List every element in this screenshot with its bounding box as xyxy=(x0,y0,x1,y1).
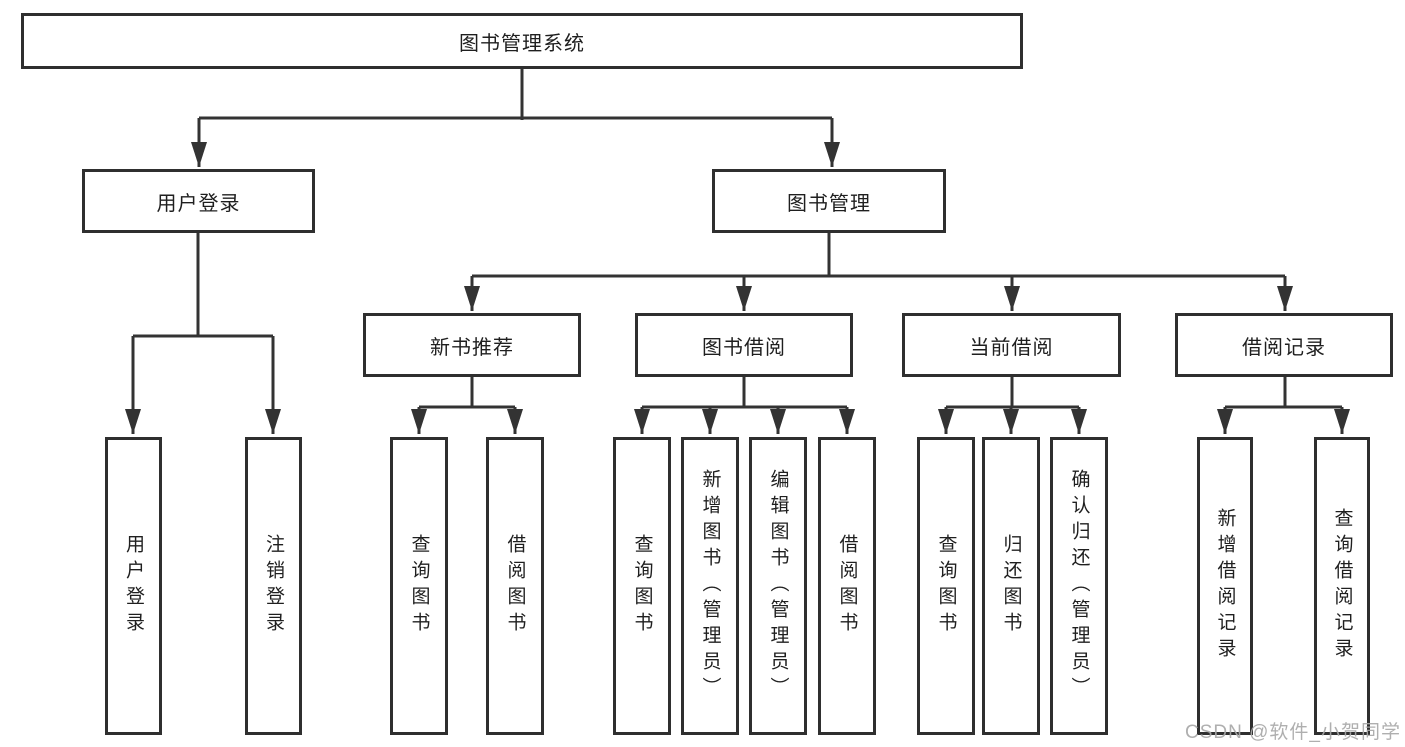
leaf-logout: 注销登录 xyxy=(245,437,302,735)
leaf-edit-books-admin: 编辑图书（管理员） xyxy=(749,437,807,735)
leaf-return-books: 归还图书 xyxy=(982,437,1040,735)
node-current-borrow: 当前借阅 xyxy=(902,313,1121,377)
node-new-book-recommend-label: 新书推荐 xyxy=(430,336,514,359)
node-book-borrow-label: 图书借阅 xyxy=(702,336,786,359)
leaf-query-books-current-label: 查询图书 xyxy=(935,534,957,638)
leaf-borrow-books-recommend: 借阅图书 xyxy=(486,437,544,735)
leaf-add-borrow-record: 新增借阅记录 xyxy=(1197,437,1253,735)
leaf-add-books-admin: 新增图书（管理员） xyxy=(681,437,739,735)
leaf-add-books-admin-label: 新增图书（管理员） xyxy=(699,469,721,703)
node-current-borrow-label: 当前借阅 xyxy=(969,336,1054,359)
node-user-login: 用户登录 xyxy=(82,169,315,233)
leaf-query-borrow-record: 查询借阅记录 xyxy=(1314,437,1370,735)
leaf-add-borrow-record-label: 新增借阅记录 xyxy=(1214,508,1236,664)
leaf-user-login-label: 用户登录 xyxy=(123,534,144,638)
leaf-query-books-borrow-label: 查询图书 xyxy=(631,534,653,638)
node-user-login-label: 用户登录 xyxy=(156,192,241,215)
leaf-edit-books-admin-label: 编辑图书（管理员） xyxy=(767,469,789,703)
leaf-user-login: 用户登录 xyxy=(105,437,162,735)
node-new-book-recommend: 新书推荐 xyxy=(363,313,581,377)
node-book-borrow: 图书借阅 xyxy=(635,313,853,377)
leaf-borrow-books-recommend-label: 借阅图书 xyxy=(504,534,526,638)
leaf-query-books-current: 查询图书 xyxy=(917,437,975,735)
leaf-logout-label: 注销登录 xyxy=(263,534,284,638)
node-book-management-label: 图书管理 xyxy=(787,192,871,215)
csdn-watermark: CSDN @软件_小贺同学 xyxy=(1185,722,1401,743)
leaf-borrow-books: 借阅图书 xyxy=(818,437,876,735)
node-root-system-label: 图书管理系统 xyxy=(459,32,585,55)
leaf-borrow-books-label: 借阅图书 xyxy=(836,534,858,638)
node-root-system: 图书管理系统 xyxy=(21,13,1023,69)
leaf-query-books-recommend: 查询图书 xyxy=(390,437,448,735)
node-book-management: 图书管理 xyxy=(712,169,946,233)
node-borrow-records-label: 借阅记录 xyxy=(1242,336,1326,359)
leaf-query-books-recommend-label: 查询图书 xyxy=(408,534,430,638)
leaf-query-borrow-record-label: 查询借阅记录 xyxy=(1331,508,1353,664)
leaf-confirm-return-admin-label: 确认归还（管理员） xyxy=(1068,469,1090,703)
leaf-return-books-label: 归还图书 xyxy=(1000,534,1022,638)
leaf-confirm-return-admin: 确认归还（管理员） xyxy=(1050,437,1108,735)
node-borrow-records: 借阅记录 xyxy=(1175,313,1393,377)
leaf-query-books-borrow: 查询图书 xyxy=(613,437,671,735)
